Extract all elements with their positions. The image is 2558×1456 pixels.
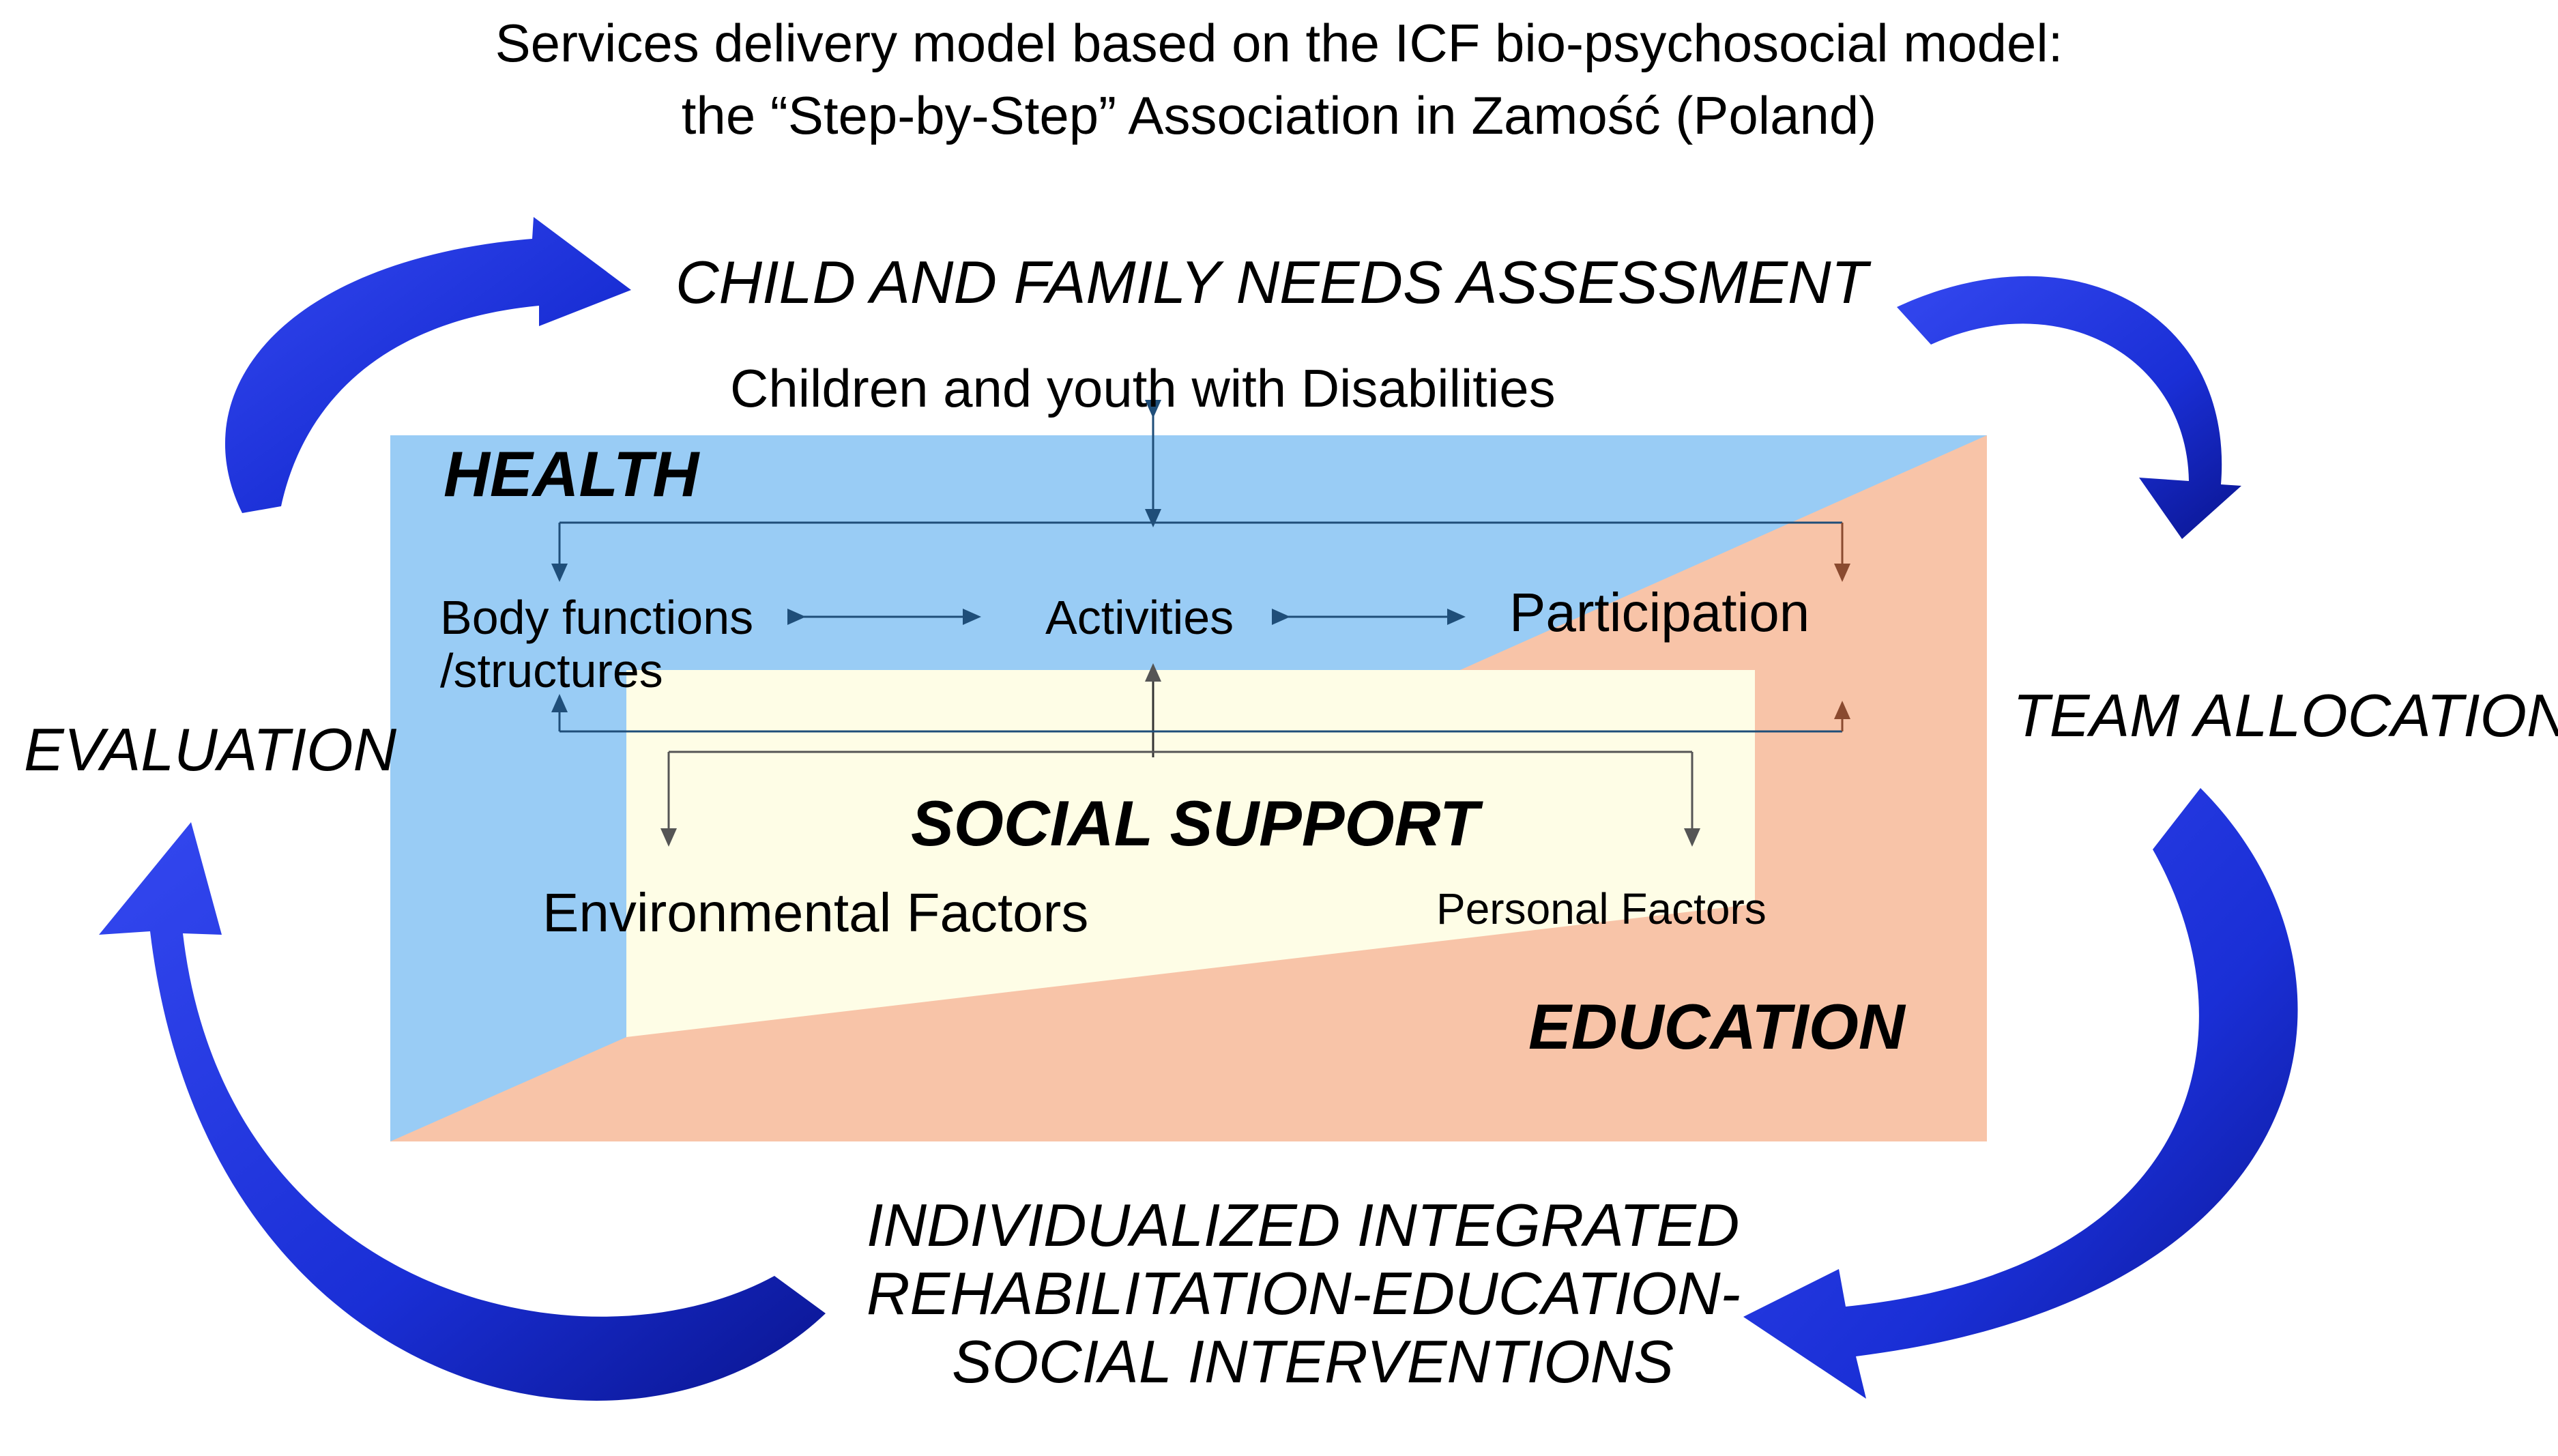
children-youth-label: Children and youth with Disabilities — [730, 358, 1556, 418]
environmental-factors-label: Environmental Factors — [542, 882, 1089, 943]
assessment-label: CHILD AND FAMILY NEEDS ASSESSMENT — [675, 248, 1868, 316]
education-label: EDUCATION — [1528, 991, 1905, 1062]
interventions-label-line-1: INDIVIDUALIZED INTEGRATED — [867, 1191, 1740, 1259]
title-line-1: Services delivery model based on the ICF… — [495, 13, 2063, 73]
participation-label: Participation — [1509, 582, 1810, 643]
activities-label: Activities — [1045, 591, 1234, 644]
social-support-label: SOCIAL SUPPORT — [911, 787, 1479, 859]
team-allocation-label: TEAM ALLOCATION — [2013, 682, 2558, 749]
title-line-2: the “Step-by-Step” Association in Zamość… — [681, 85, 1877, 145]
body-functions-label-line-2: /structures — [440, 644, 663, 697]
personal-factors-label: Personal Factors — [1436, 884, 1767, 933]
interventions-label-line-3: SOCIAL INTERVENTIONS — [952, 1328, 1674, 1395]
social-support-region — [626, 670, 1755, 1037]
evaluation-label: EVALUATION — [24, 716, 397, 783]
cycle-arrow-top-left — [224, 217, 632, 513]
interventions-label-line-2: REHABILITATION-EDUCATION- — [867, 1260, 1741, 1327]
icf-connectors — [551, 400, 1850, 847]
health-label: HEALTH — [444, 438, 699, 510]
cycle-arrow-bottom-left — [99, 822, 826, 1401]
body-functions-label-line-1: Body functions — [440, 591, 754, 644]
cycle-arrow-bottom-right — [1743, 788, 2298, 1399]
cycle-arrow-top-right — [1897, 276, 2241, 539]
